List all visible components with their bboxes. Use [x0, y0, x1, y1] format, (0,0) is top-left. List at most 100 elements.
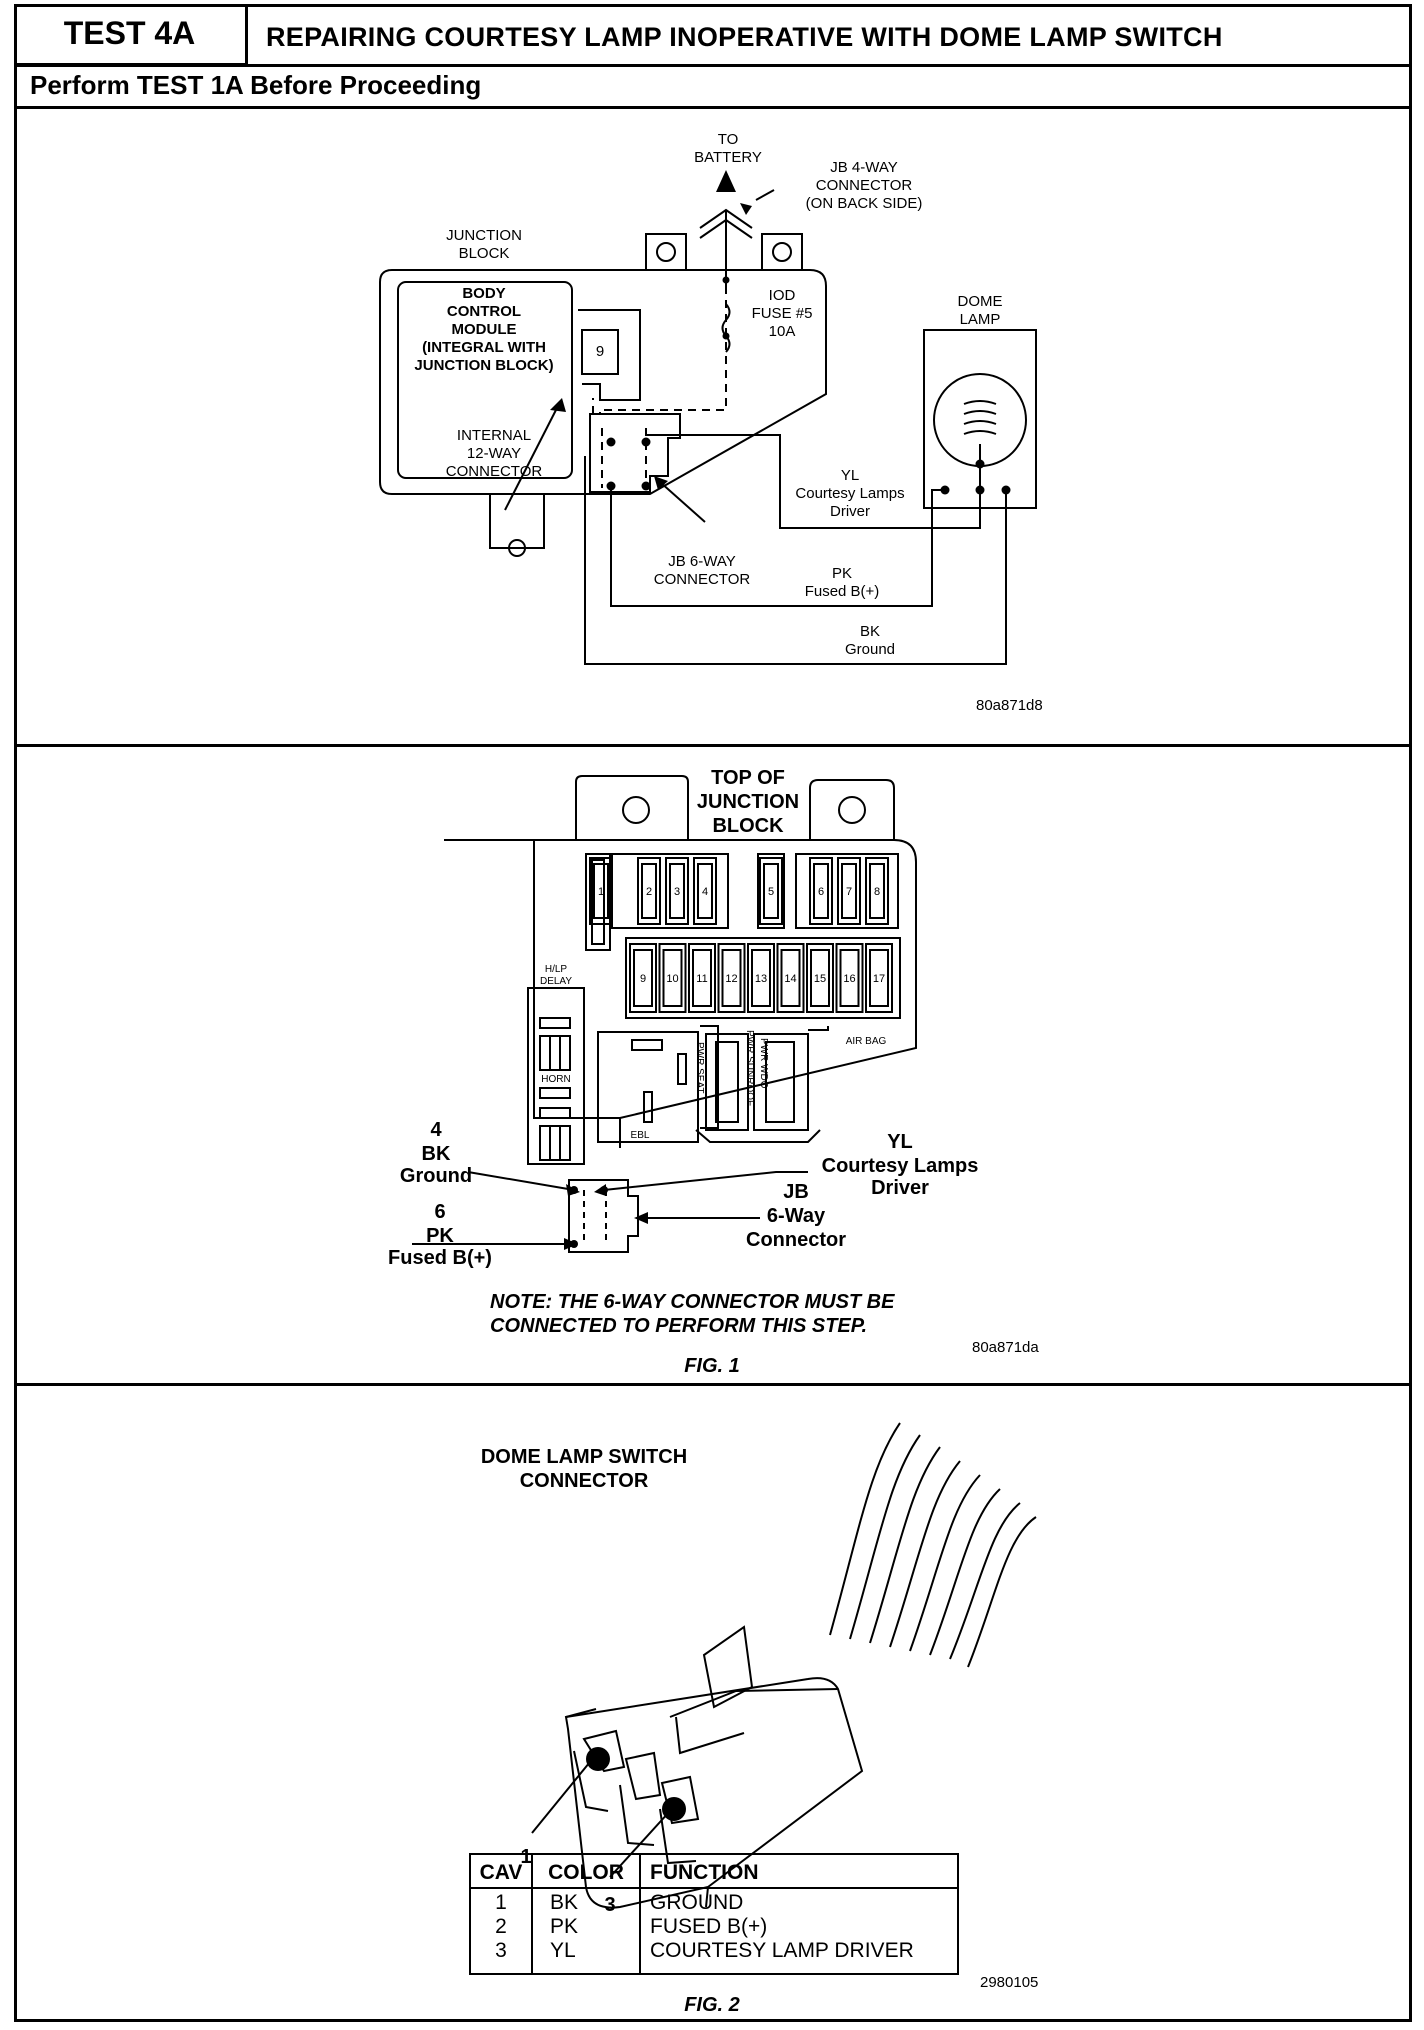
- fuse-cavity: [809, 857, 833, 925]
- fuse-cavity: [835, 943, 864, 1013]
- note-line-1: NOTE: THE 6-WAY CONNECTOR MUST BE: [490, 1291, 895, 1313]
- table-cell: 3: [495, 1939, 507, 1962]
- fuse-cavity: [658, 943, 687, 1013]
- header-divider: [14, 64, 1412, 67]
- dome-lamp-label: DOME: [958, 293, 1003, 310]
- junction-block-label-2: BLOCK: [459, 245, 510, 262]
- note-line-2: CONNECTED TO PERFORM THIS STEP.: [490, 1315, 867, 1337]
- table-cell: YL: [550, 1939, 576, 1962]
- yl-color: YL: [887, 1131, 913, 1153]
- table-cell: PK: [550, 1915, 578, 1938]
- top-of-jb-label-2: JUNCTION: [697, 791, 799, 813]
- fuse-number: 6: [818, 886, 824, 898]
- fuse-cavity: [837, 857, 861, 925]
- fuse-cavity: [865, 857, 889, 925]
- fuse-cavity: [629, 943, 657, 1013]
- pwr-wdo-label: PWR WDO: [758, 1038, 769, 1089]
- fuse-cavity: [747, 943, 775, 1013]
- dome-lamp-switch-connector: DOME LAMP SWITCH CONNECTOR 1 3 CAV COLOR…: [469, 1422, 1038, 2016]
- jb-connector-label: Connector: [746, 1229, 846, 1251]
- fuse-label-2: FUSE #5: [752, 305, 813, 322]
- fuse-cavity: [693, 857, 717, 925]
- to-battery-label-2: BATTERY: [694, 149, 762, 166]
- yl-function: Courtesy Lamps: [822, 1155, 979, 1177]
- connector-title-2: CONNECTOR: [520, 1470, 649, 1492]
- pk-function: Fused B(+): [388, 1247, 492, 1269]
- fuse-body: [697, 863, 713, 919]
- fuse-label: IOD: [769, 287, 796, 304]
- bcm-label-2: CONTROL: [447, 303, 521, 320]
- yl-wire-label-3: Driver: [830, 503, 870, 520]
- internal-connector-label: INTERNAL: [457, 427, 531, 444]
- fuse-body: [633, 949, 653, 1007]
- jb4-label: JB 4-WAY: [830, 159, 898, 176]
- fuse-number: 16: [843, 973, 855, 985]
- top-of-jb-label: TOP OF: [711, 767, 785, 789]
- fuse-number: 13: [755, 973, 767, 985]
- pk-color: PK: [426, 1225, 454, 1247]
- fuse-body: [763, 863, 779, 919]
- figure-caption: FIG. 1: [684, 1355, 740, 1377]
- fuse-body: [841, 863, 857, 919]
- fuse-body: [593, 863, 609, 919]
- fuse-cavity: [806, 943, 834, 1013]
- bk-color: BK: [422, 1143, 451, 1165]
- fuse-number: 10: [666, 973, 678, 985]
- fuse-body: [641, 863, 657, 919]
- fuse-number: 9: [640, 973, 646, 985]
- pin-1-label: 1: [520, 1846, 531, 1868]
- dome-lamp-label-2: LAMP: [960, 311, 1001, 328]
- divider-3: [14, 1383, 1412, 1386]
- fuse-number: 7: [846, 886, 852, 898]
- fuse-number: 12: [725, 973, 737, 985]
- bk-cavity-number: 4: [430, 1119, 442, 1141]
- junction-block-label: JUNCTION: [446, 227, 522, 244]
- fuse-body: [813, 863, 829, 919]
- fuse-number: 15: [814, 973, 826, 985]
- fuse-number: 5: [768, 886, 774, 898]
- hlp-delay-label: H/LP: [545, 964, 568, 975]
- fuse-body: [751, 949, 771, 1007]
- table-header-cav: CAV: [480, 1861, 523, 1884]
- fuse-body: [669, 863, 685, 919]
- divider-1: [14, 106, 1412, 109]
- fuse-cavity: [637, 857, 661, 925]
- fuse-body: [869, 949, 889, 1007]
- bk-wire-label: BK: [860, 623, 880, 640]
- fuse-body: [721, 949, 742, 1007]
- connector-title: DOME LAMP SWITCH: [481, 1446, 687, 1468]
- bk-wire-label-2: Ground: [845, 641, 895, 658]
- internal-connector-label-3: CONNECTOR: [446, 463, 543, 480]
- jb-label: JB: [783, 1181, 809, 1203]
- bcm-label-4: (INTEGRAL WITH: [422, 339, 546, 356]
- fuse-body: [869, 863, 885, 919]
- table-cell: GROUND: [650, 1891, 743, 1914]
- fuse-cavity: [865, 943, 893, 1013]
- fuse-number: 8: [874, 886, 880, 898]
- table-cell: COURTESY LAMP DRIVER: [650, 1939, 914, 1962]
- yl-function-2: Driver: [871, 1177, 929, 1199]
- page-frame: [14, 4, 1412, 2022]
- figure-caption: FIG. 2: [684, 1994, 740, 2016]
- bcm-label-5: JUNCTION BLOCK): [414, 357, 553, 374]
- fuse-body: [839, 949, 860, 1007]
- fuse-number: 14: [784, 973, 796, 985]
- table-cell: 1: [495, 1891, 507, 1914]
- fuse-cavity: [759, 857, 783, 925]
- fuse-cavity: [717, 943, 746, 1013]
- table-cell: 2: [495, 1915, 507, 1938]
- fuse-body: [780, 949, 801, 1007]
- jb-6way-label: 6-Way: [767, 1205, 826, 1227]
- fuse-number: 3: [674, 886, 680, 898]
- fuse-number: 4: [702, 886, 708, 898]
- jb6-label-2: CONNECTOR: [654, 571, 751, 588]
- pk-wire-label-2: Fused B(+): [805, 583, 880, 600]
- pin-3-label: 3: [604, 1894, 615, 1916]
- bcm-label: BODY: [462, 285, 505, 302]
- fuse-number: 2: [646, 886, 652, 898]
- horn-label: HORN: [541, 1074, 570, 1085]
- fuse-body: [810, 949, 830, 1007]
- jb4-label-3: (ON BACK SIDE): [806, 195, 923, 212]
- figure-code: 80a871da: [972, 1339, 1039, 1356]
